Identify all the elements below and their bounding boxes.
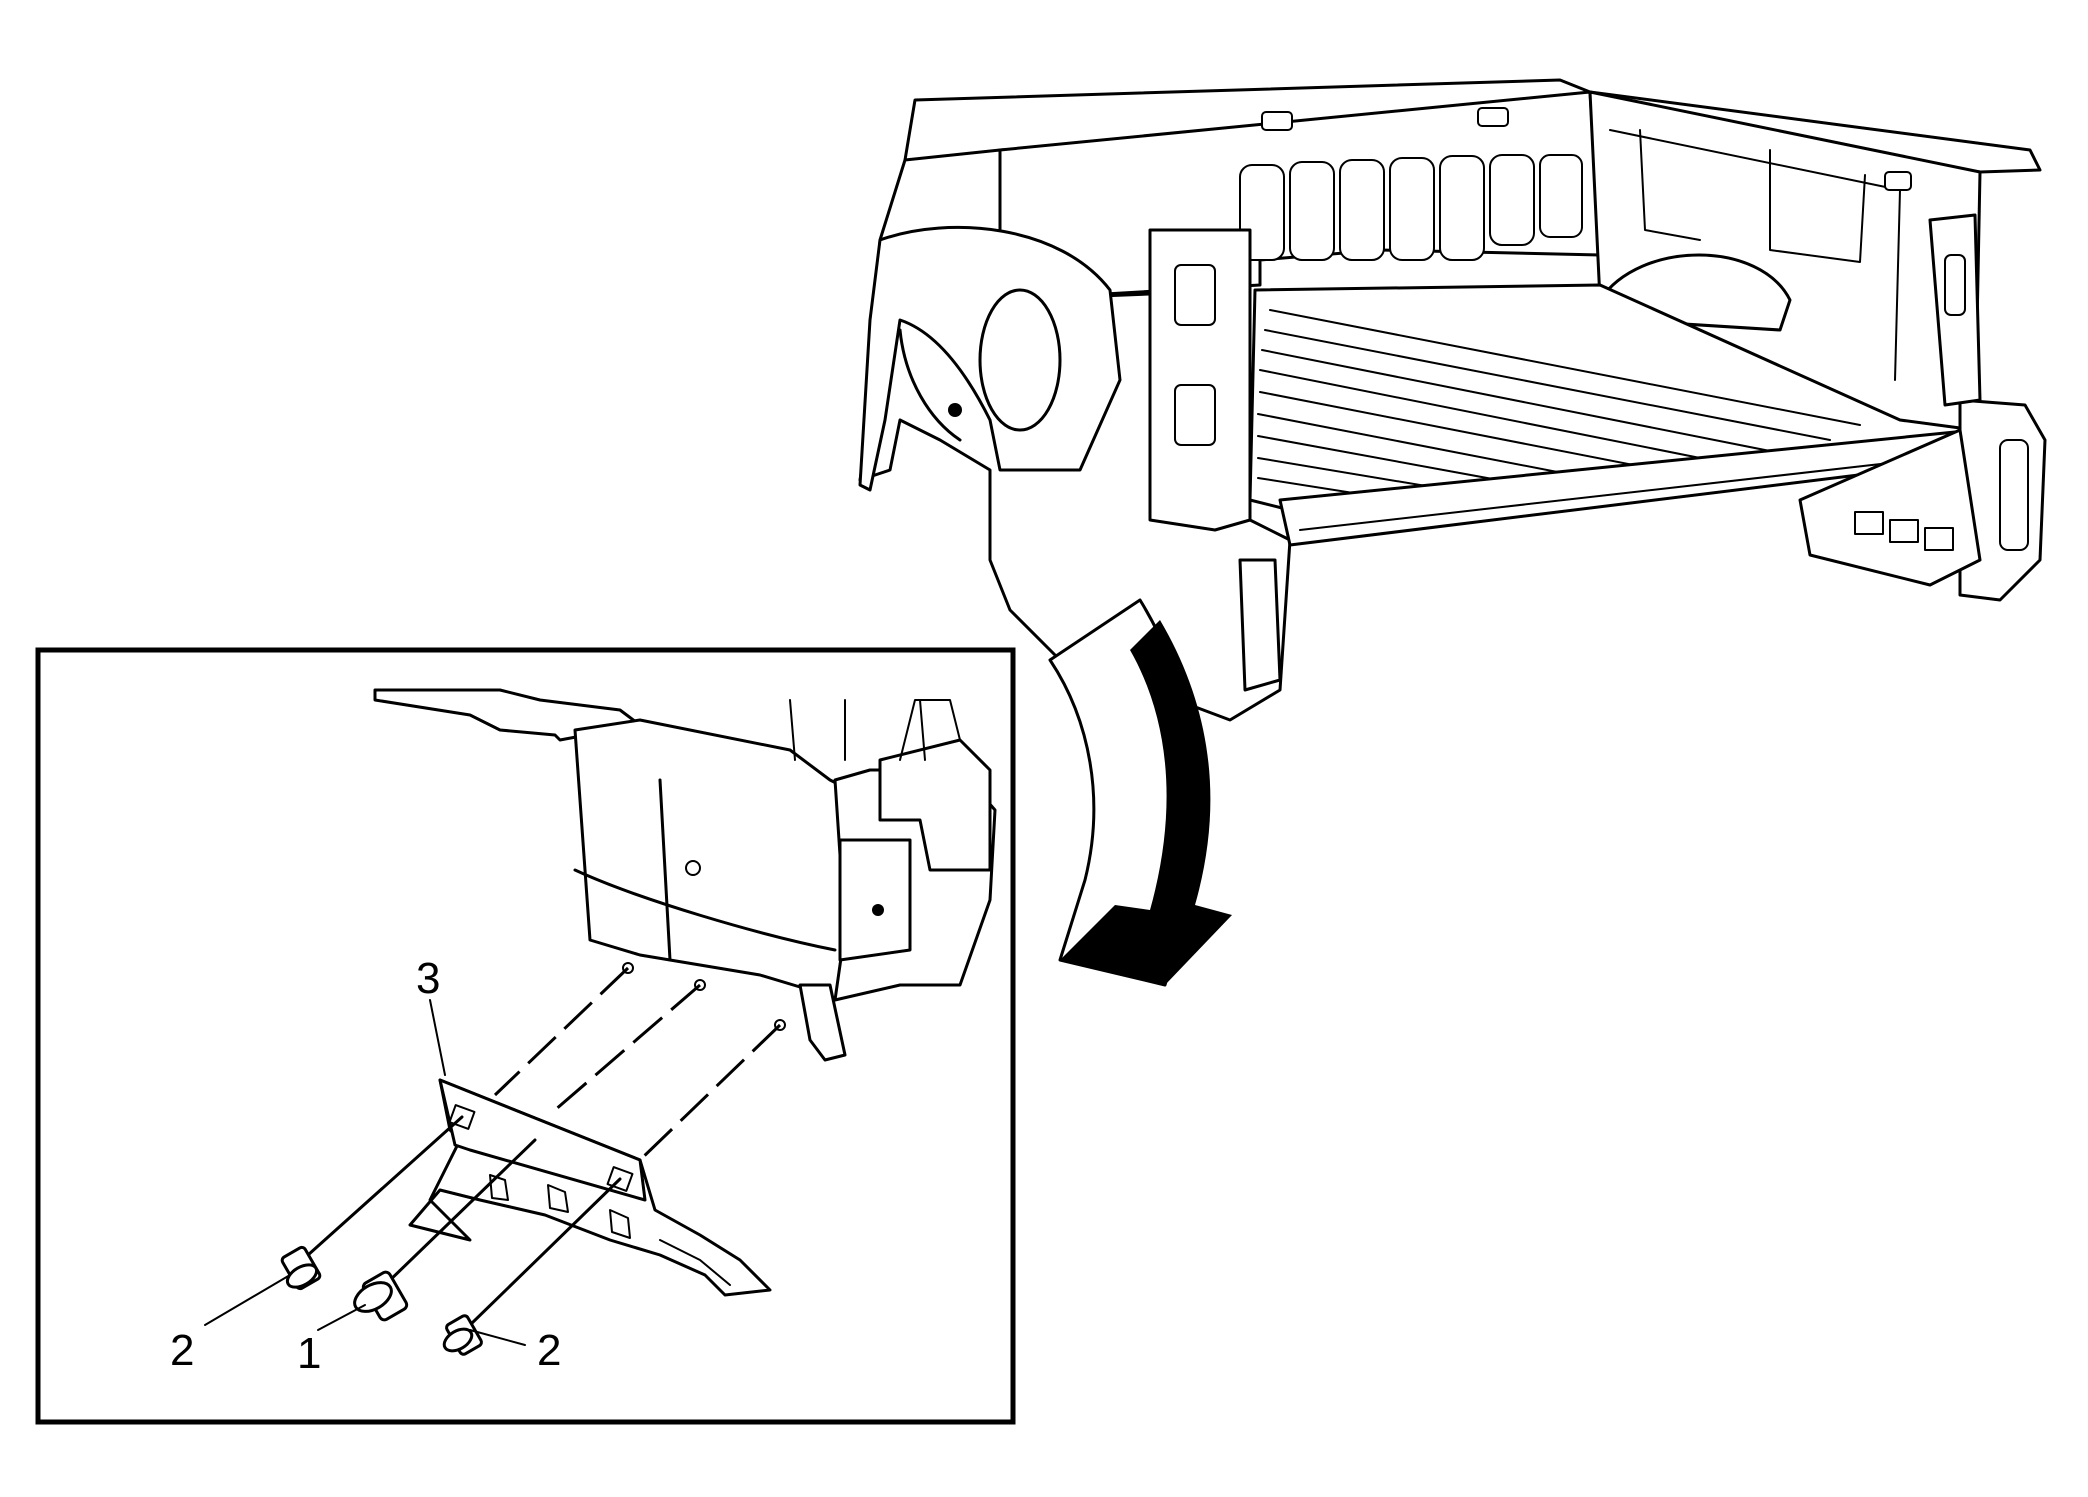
detail-view-frame (35, 647, 1016, 1425)
callout-2-left-label: 2 (170, 1326, 194, 1375)
zoom-arrow (1048, 598, 1232, 987)
callout-3-label: 3 (416, 954, 440, 1003)
push-pin-retainer-right (442, 1314, 483, 1356)
push-pin-retainer-center (353, 1270, 409, 1322)
pickup-bed-overview (858, 78, 2047, 722)
mounting-bracket (408, 1078, 772, 1297)
callout-1-label: 1 (297, 1329, 321, 1378)
callout-2-right-label: 2 (537, 1326, 561, 1375)
detail-view: 3 2 1 2 (170, 688, 997, 1378)
front-wall-ribs (1239, 154, 1583, 261)
push-pin-retainer-left (280, 1245, 322, 1291)
